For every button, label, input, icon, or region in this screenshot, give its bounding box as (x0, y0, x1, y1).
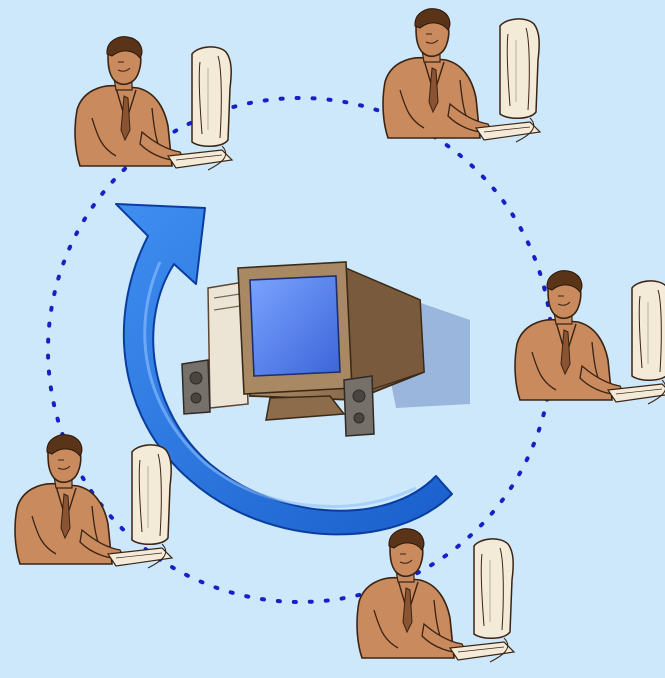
workstation-bottom-left-icon (14, 433, 173, 569)
workstation-top-right-icon (382, 7, 541, 143)
workstation-bottom-right-icon (356, 527, 515, 663)
curved-arrow-icon (115, 203, 453, 536)
workstation-right-icon (514, 269, 665, 405)
workstation-top-left-icon (74, 35, 233, 171)
central-computer-icon (181, 261, 470, 437)
